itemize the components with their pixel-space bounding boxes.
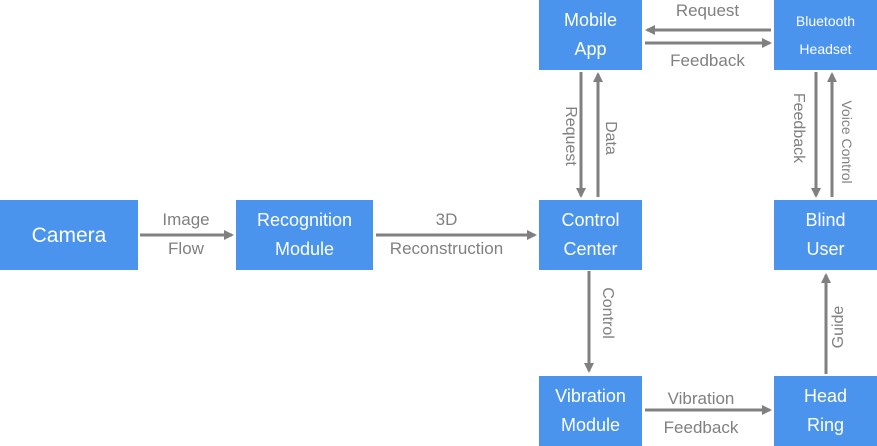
feedback-top-label: Feedback	[670, 51, 745, 70]
reconstruction-line1: 3D	[435, 210, 458, 229]
vibration-module-label-line1: Vibration	[555, 386, 626, 406]
blind-user-label-line1: Blind	[805, 210, 846, 230]
image-flow-line2: Flow	[168, 239, 204, 258]
vibration-feedback-label: Vibration Feedback	[645, 384, 757, 442]
mobile-app-node: Mobile App	[539, 0, 642, 70]
request-vertical-label: Request	[562, 106, 579, 166]
recognition-label-line2: Module	[274, 239, 335, 259]
image-flow-line1: Image	[162, 210, 210, 229]
recognition-label-line1: Recognition	[256, 210, 353, 230]
bluetooth-label-line1: Bluetooth	[795, 13, 856, 29]
data-vertical-label: Data	[602, 121, 619, 155]
mobile-app-label-line2: App	[574, 39, 607, 59]
vibration-module-label-line2: Module	[560, 415, 621, 435]
voice-control-label: Voice Control	[839, 100, 855, 184]
vibration-feedback-line2: Feedback	[663, 418, 739, 437]
control-center-label-line2: Center	[563, 239, 618, 259]
bluetooth-headset-node: Bluetooth Headset	[774, 0, 877, 70]
camera-label: Camera	[31, 223, 107, 247]
head-ring-node: Head Ring	[774, 376, 877, 446]
mobile-app-label-line1: Mobile	[563, 10, 618, 30]
recognition-module-node: Recognition Module	[236, 200, 373, 270]
control-center-label-line1: Control	[561, 210, 620, 230]
head-ring-label-line2: Ring	[806, 415, 845, 435]
reconstruction-line2: Reconstruction	[389, 239, 504, 258]
blind-user-node: Blind User	[774, 200, 877, 270]
control-center-node: Control Center	[539, 200, 642, 270]
vibration-module-node: Vibration Module	[539, 376, 642, 446]
vibration-feedback-line1: Vibration	[667, 389, 735, 408]
reconstruction-label: 3D Reconstruction	[376, 205, 517, 263]
camera-node: Camera	[0, 200, 138, 270]
feedback-vertical-label: Feedback	[790, 92, 807, 164]
request-top-label: Request	[675, 1, 740, 20]
guide-vertical-label: Guide	[830, 305, 847, 349]
image-flow-label: Image Flow	[140, 205, 232, 263]
control-vertical-label: Control	[599, 287, 616, 339]
blind-user-label-line2: User	[806, 239, 845, 259]
bluetooth-label-line2: Headset	[799, 41, 852, 57]
head-ring-label-line1: Head	[803, 386, 848, 406]
